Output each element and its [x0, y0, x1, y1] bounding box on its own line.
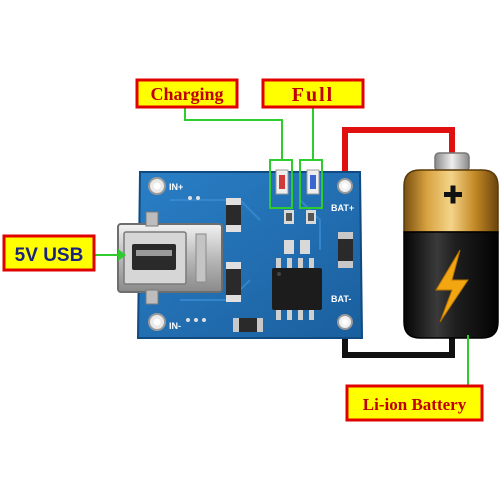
smd-resistor-1: [226, 198, 241, 232]
plus-icon: [444, 185, 462, 204]
smd-resistor-3: [338, 232, 353, 268]
li-ion-battery: [403, 152, 499, 339]
mini-usb-connector: [117, 211, 223, 305]
smd-cap-small-1: [284, 210, 294, 224]
full-label-text: Full: [292, 84, 334, 106]
red-wire: [342, 127, 455, 185]
led-full: [306, 169, 320, 195]
charging-label-text: Charging: [150, 84, 223, 104]
usb-arrow-head: [118, 249, 126, 261]
silk-bat-minus: BAT-: [331, 294, 351, 304]
battery-label-text: Li-ion Battery: [363, 395, 467, 414]
charging-label: Charging: [135, 78, 239, 109]
pointer-lines: [95, 107, 469, 386]
battery-label: Li-ion Battery: [345, 384, 484, 422]
smd-resistor-2: [226, 262, 241, 302]
silk-in-plus: IN+: [169, 182, 183, 192]
charger-ic-chip: [272, 258, 322, 320]
smd-resistor-4: [233, 318, 263, 332]
charging-led-highlight: [269, 159, 293, 209]
silk-bat-plus: BAT+: [331, 203, 354, 213]
usb-label: 5V USB: [2, 234, 96, 272]
usb-label-text: 5V USB: [15, 245, 84, 266]
smd-cap-small-3: [284, 240, 310, 254]
full-led-highlight: [299, 159, 323, 209]
led-charging: [275, 169, 289, 195]
full-label: Full: [261, 78, 365, 109]
lightning-bolt-icon: [435, 249, 469, 323]
smd-cap-small-2: [306, 210, 316, 224]
silk-in-minus: IN-: [169, 321, 181, 331]
